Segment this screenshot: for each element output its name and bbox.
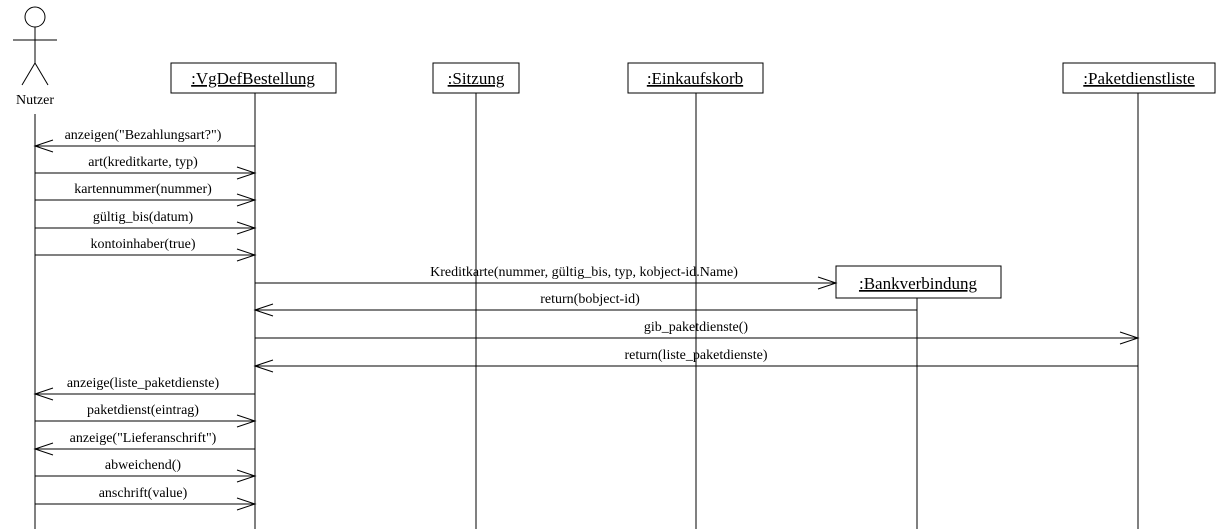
message-return-liste-paketdienste: return(liste_paketdienste) xyxy=(253,348,1138,373)
message-label: Kreditkarte(nummer, gültig_bis, typ, kob… xyxy=(430,265,738,280)
arrowhead-right xyxy=(1119,331,1140,345)
object-sitzung: :Sitzung xyxy=(432,62,520,94)
message-art: art(kreditkarte, typ) xyxy=(35,155,257,180)
message-anzeige-lieferanschrift: anzeige("Lieferanschrift") xyxy=(33,431,255,456)
message-gueltig-bis: gültig_bis(datum) xyxy=(35,210,257,235)
message-anzeige-liste-paketdienste: anzeige(liste_paketdienste) xyxy=(33,376,255,401)
actor-leg-left xyxy=(21,62,36,86)
message-label: anzeigen("Bezahlungsart?") xyxy=(65,128,222,143)
message-label: anzeige("Lieferanschrift") xyxy=(70,431,217,446)
message-label: gib_paketdienste() xyxy=(644,320,749,335)
arrowhead-left xyxy=(33,442,54,456)
actor-label: Nutzer xyxy=(16,93,54,108)
message-return-bobject-id: return(bobject-id) xyxy=(253,292,917,317)
message-anschrift: anschrift(value) xyxy=(35,486,257,511)
message-label: return(liste_paketdienste) xyxy=(624,348,767,363)
message-label: anschrift(value) xyxy=(99,486,188,501)
arrowhead-right xyxy=(236,221,257,235)
message-label: return(bobject-id) xyxy=(540,292,640,307)
message-kreditkarte-create: Kreditkarte(nummer, gültig_bis, typ, kob… xyxy=(255,265,838,290)
message-label: paketdienst(eintrag) xyxy=(87,403,199,418)
arrowhead-left xyxy=(253,359,274,373)
arrowhead-left xyxy=(33,139,54,153)
message-label: anzeige(liste_paketdienste) xyxy=(67,376,220,391)
arrowhead-right xyxy=(236,469,257,483)
arrowhead-left xyxy=(33,387,54,401)
object-box xyxy=(1062,62,1216,94)
actor-leg-right xyxy=(34,62,49,86)
message-kontoinhaber: kontoinhaber(true) xyxy=(35,237,257,262)
object-label: :Einkaufskorb xyxy=(647,69,743,88)
arrowhead-right xyxy=(236,497,257,511)
object-einkaufskorb: :Einkaufskorb xyxy=(627,62,764,94)
message-label: gültig_bis(datum) xyxy=(93,210,194,225)
object-label: :Sitzung xyxy=(448,69,505,88)
arrowhead-right xyxy=(236,414,257,428)
object-label: :VgDefBestellung xyxy=(191,69,315,88)
object-label: :Paketdienstliste xyxy=(1083,69,1194,88)
object-box xyxy=(170,62,337,94)
message-gib-paketdienste: gib_paketdienste() xyxy=(255,320,1140,345)
actor-head xyxy=(24,6,46,28)
message-abweichend: abweichend() xyxy=(35,458,257,483)
object-box xyxy=(835,265,1002,299)
arrowhead-right xyxy=(236,193,257,207)
arrowhead-right xyxy=(817,276,838,290)
message-anzeigen-bezahlungsart: anzeigen("Bezahlungsart?") xyxy=(33,128,255,153)
message-label: kartennummer(nummer) xyxy=(74,182,212,197)
object-vgdefbestellung: :VgDefBestellung xyxy=(170,62,337,94)
message-paketdienst: paketdienst(eintrag) xyxy=(35,403,257,428)
object-box xyxy=(627,62,764,94)
object-label: :Bankverbindung xyxy=(859,274,978,293)
object-bankverbindung: :Bankverbindung xyxy=(835,265,1002,299)
arrowhead-left xyxy=(253,303,274,317)
message-label: kontoinhaber(true) xyxy=(91,237,196,252)
arrowhead-right xyxy=(236,166,257,180)
message-label: abweichend() xyxy=(105,458,182,473)
object-paketdienstliste: :Paketdienstliste xyxy=(1062,62,1216,94)
message-label: art(kreditkarte, typ) xyxy=(88,155,198,170)
arrowhead-right xyxy=(236,248,257,262)
message-kartennummer: kartennummer(nummer) xyxy=(35,182,257,207)
actor-nutzer: Nutzer xyxy=(13,6,57,108)
